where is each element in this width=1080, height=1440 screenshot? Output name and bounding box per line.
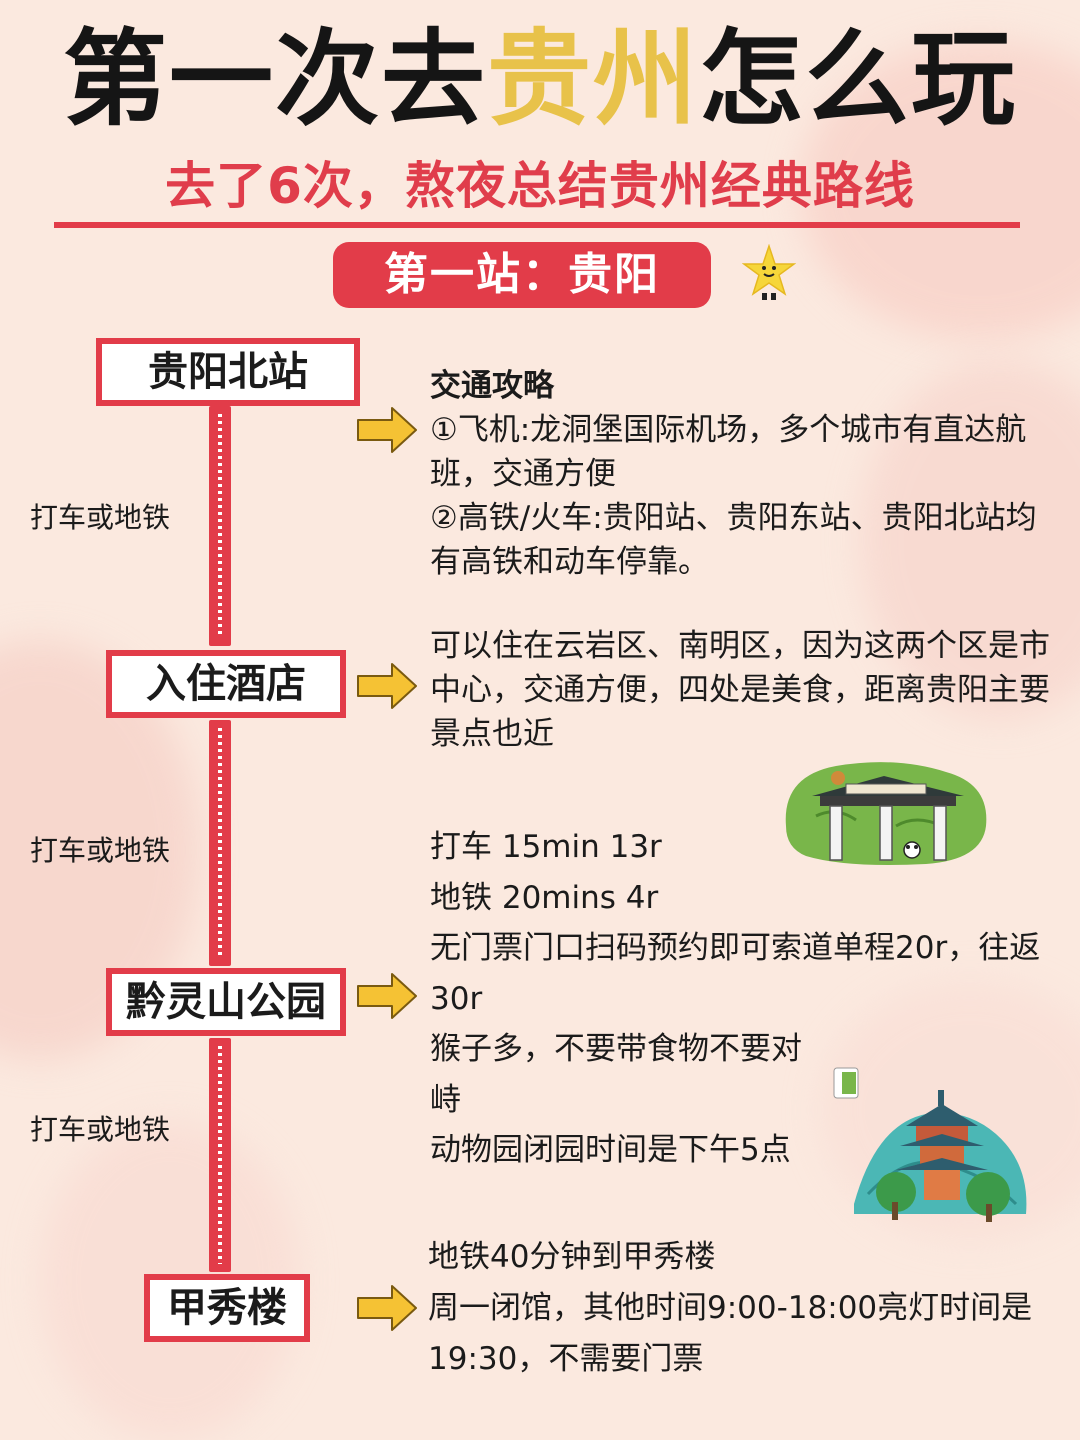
right-arrow-icon	[357, 973, 417, 1019]
title-highlight: 贵州	[486, 18, 699, 140]
detail-line: 地铁 20mins 4r	[430, 879, 659, 916]
detail-line: 猴子多，不要带食物不要对峙	[430, 1031, 802, 1118]
detail-guiyang-north: 交通攻略 ①飞机:龙洞堡国际机场，多个城市有直达航班，交通方便 ②高铁/火车:贵…	[430, 364, 1060, 584]
detail-heading: 交通攻略	[430, 368, 554, 404]
right-arrow-icon	[357, 407, 417, 453]
detail-line: 无门票门口扫码预约即可索道单程20r，往返30r	[430, 930, 1041, 1017]
detail-line: 动物园闭园时间是下午5点	[430, 1132, 791, 1168]
star-mascot-icon	[742, 244, 796, 300]
station-banner: 第一站：贵阳	[333, 242, 711, 308]
timeline-node-hotel: 入住酒店	[106, 650, 346, 718]
detail-line: ②高铁/火车:贵阳站、贵阳东站、贵阳北站均有高铁和动车停靠。	[430, 500, 1037, 580]
detail-qianling: 打车 15min 13r 地铁 20mins 4r 无门票门口扫码预约即可索道单…	[430, 822, 1060, 1176]
title-suffix: 怎么玩	[699, 18, 1018, 140]
detail-line: 地铁40分钟到甲秀楼	[428, 1239, 716, 1275]
title-prefix: 第一次去	[62, 18, 487, 140]
timeline-node-qianling-park: 黔灵山公园	[106, 968, 346, 1036]
connector-label: 打车或地铁	[30, 834, 171, 867]
detail-line: 可以住在云岩区、南明区，因为这两个区是市中心，交通方便，四处是美食，距离贵阳主要…	[430, 628, 1050, 752]
timeline-rail	[209, 720, 231, 966]
timeline-node-jiaxiu-tower: 甲秀楼	[144, 1274, 310, 1342]
page-subtitle: 去了6次，熬夜总结贵州经典路线	[165, 157, 915, 215]
right-arrow-icon	[357, 1285, 417, 1331]
right-arrow-icon	[357, 663, 417, 709]
timeline-rail	[209, 406, 231, 646]
connector-label: 打车或地铁	[30, 501, 171, 534]
park-gate-illustration	[785, 762, 987, 865]
detail-jiaxiu: 地铁40分钟到甲秀楼 周一闭馆，其他时间9:00-18:00亮灯时间是19:30…	[428, 1232, 1058, 1385]
connector-label: 打车或地铁	[30, 1113, 171, 1146]
detail-line: 打车 15min 13r	[430, 829, 662, 865]
detail-hotel: 可以住在云岩区、南明区，因为这两个区是市中心，交通方便，四处是美食，距离贵阳主要…	[430, 624, 1060, 756]
page-title: 第一次去贵州怎么玩	[0, 22, 1080, 136]
decoration-tile-icon	[833, 1067, 859, 1099]
detail-line: 周一闭馆，其他时间9:00-18:00亮灯时间是19:30，不需要门票	[428, 1290, 1033, 1377]
timeline-rail	[209, 1038, 231, 1272]
pavilion-illustration	[854, 1090, 1027, 1222]
timeline-node-guiyang-north: 贵阳北站	[96, 338, 360, 406]
detail-line: ①飞机:龙洞堡国际机场，多个城市有直达航班，交通方便	[430, 412, 1027, 492]
divider-line	[54, 222, 1020, 228]
